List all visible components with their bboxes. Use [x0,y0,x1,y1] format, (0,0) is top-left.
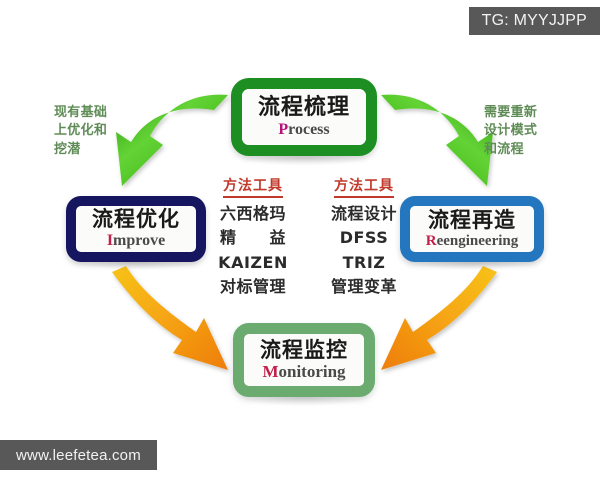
node-reengineering-inner: 流程再造 Reengineering [410,206,534,252]
node-process-inner: 流程梳理 Process [242,89,366,145]
list-item: KAIZEN [218,252,288,272]
node-reengineering-label-en-initial: R [425,232,437,249]
node-reengineering[interactable]: 流程再造 Reengineering [400,196,544,262]
node-reengineering-label-en-rest: eengineering [436,232,519,249]
node-reengineering-label-cn: 流程再造 [428,207,516,232]
node-monitoring-label-en-rest: onitoring [278,361,346,381]
annotation-right: 需要重新 设计模式 和流程 [484,105,538,157]
annotation-left: 现有基础 上优化和 挖潜 [54,105,108,157]
watermark-top: TG: MYYJJPP [468,7,600,35]
list-item: 六西格玛 [219,204,286,223]
node-improve-label-en-rest: mprove [113,232,166,250]
node-improve-label-cn: 流程优化 [92,207,180,232]
node-process-label-en-initial: P [278,120,289,138]
list-item: 管理变革 [330,276,397,296]
list-item: TRIZ [342,252,386,272]
list-item: DFSS [339,228,389,248]
node-improve-label-en: Improve [107,232,165,250]
node-improve-label-en-initial: I [106,232,114,250]
node-process-label-cn: 流程梳理 [257,94,350,120]
node-monitoring-label-cn: 流程监控 [260,337,348,362]
node-improve[interactable]: 流程优化 Improve [66,196,206,262]
tool-column-left: 方法工具 六西格玛 精 益 KAIZEN 对标管理 [205,175,301,299]
node-monitoring[interactable]: 流程监控 Monitoring [233,323,375,397]
list-item: 流程设计 [330,204,397,223]
tool-column-left-list: 六西格玛 精 益 KAIZEN 对标管理 [205,202,301,299]
tool-column-right: 方法工具 流程设计 DFSS TRIZ 管理变革 [316,175,412,299]
watermark-bottom: www.leefetea.com [0,440,157,470]
node-monitoring-inner: 流程监控 Monitoring [244,334,364,386]
tool-column-right-list: 流程设计 DFSS TRIZ 管理变革 [316,202,412,299]
node-process[interactable]: 流程梳理 Process [231,78,377,156]
node-process-label-en-rest: rocess [288,120,330,138]
arrow-process-to-reengineering [381,94,493,186]
node-improve-inner: 流程优化 Improve [76,206,196,252]
list-item: 精 益 [219,228,286,248]
tool-column-right-heading: 方法工具 [334,175,394,198]
node-reengineering-label-en: Reengineering [426,233,519,250]
node-monitoring-label-en: Monitoring [262,361,346,382]
node-monitoring-label-en-initial: M [262,361,279,381]
arrow-process-to-improve [116,94,228,186]
tool-column-left-heading: 方法工具 [223,175,283,198]
node-process-label-en: Process [278,121,329,139]
list-item: 对标管理 [219,276,286,296]
